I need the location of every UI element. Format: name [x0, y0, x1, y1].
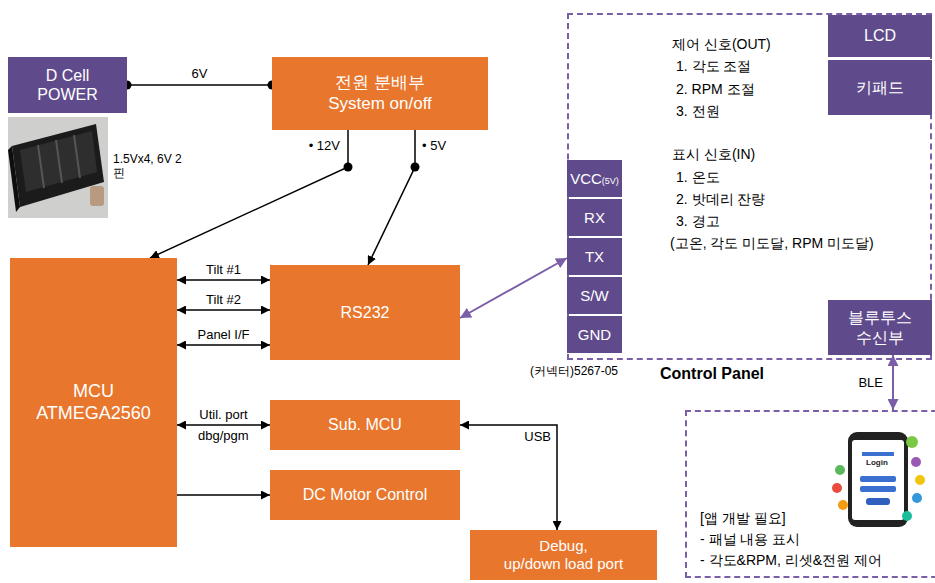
connector-line [177, 344, 270, 346]
box-text: VCC [570, 170, 602, 188]
lcd-box: LCD [828, 15, 932, 57]
app-icon [911, 457, 921, 467]
app-icon [912, 493, 922, 503]
box-text: S/W [580, 287, 608, 305]
app-icon [902, 511, 912, 521]
connector-line [150, 130, 348, 258]
connector-line [127, 84, 272, 86]
box-text: DC Motor Control [303, 485, 427, 504]
region-text: - 각도&RPM, 리셋&전원 제어 [700, 552, 882, 569]
connector-line [460, 425, 557, 530]
phone-body [848, 432, 908, 527]
rs232-box: RS232 [270, 265, 460, 360]
login-button [866, 498, 890, 505]
power-source-box: D Cell POWER [8, 57, 127, 113]
box-text: TX [585, 248, 604, 266]
region-text: 1. 각도 조절 [676, 58, 751, 75]
phone-illustration [832, 432, 925, 527]
app-region: [앱 개발 필요] - 패널 내용 표시 - 각도&RPM, 리셋&전원 제어 [685, 410, 935, 578]
box-text: D Cell POWER [32, 66, 104, 104]
battery-holder-inner [20, 131, 97, 192]
battery-holder-side [8, 146, 20, 212]
screen-text: Login [866, 458, 888, 468]
connector-line [892, 355, 894, 410]
pin-box: S/W [567, 277, 622, 314]
app-icon [906, 436, 918, 448]
connector-line [177, 279, 270, 281]
pin-box: TX [567, 238, 622, 275]
edge-label: Util. port [199, 407, 247, 423]
debug-port-box: Debug,up/down load port [470, 530, 657, 580]
connector-line [368, 130, 415, 265]
edge-label: • 5V [422, 138, 446, 154]
edge-label: USB [524, 429, 551, 445]
app-icon [838, 500, 848, 510]
mcu-box: MCU ATMEGA2560 [10, 258, 177, 547]
photo-ground [8, 117, 108, 218]
input-field [860, 476, 896, 482]
edge-label: Tilt #1 [206, 262, 241, 278]
app-icon [832, 483, 842, 493]
pin-box: GND [567, 316, 622, 353]
app-icon [835, 465, 845, 475]
port-label: dbg/pgm [198, 428, 249, 444]
input-field [860, 486, 896, 492]
sub-mcu-box: Sub. MCU [270, 400, 460, 450]
connector-line [177, 494, 270, 496]
screen-bar [862, 452, 894, 456]
region-text: 제어 신호(OUT) [672, 36, 771, 53]
region-heading: Control Panel [660, 364, 764, 383]
control-panel-region: LCD 키패드 VCC(5V) RX TX S/W GND 블루투스 수신부 제어 신호(OUT… [567, 13, 932, 360]
box-text: (5V) [602, 176, 619, 187]
box-text: GND [578, 326, 611, 344]
box-text: Sub. MCU [328, 415, 402, 434]
region-text: 3. 경고 [676, 213, 720, 230]
pin-box: VCC(5V) [567, 160, 622, 197]
box-text: 블루투스 수신부 [838, 308, 922, 346]
region-text: 1. 온도 [676, 169, 720, 186]
region-text: [앱 개발 필요] [700, 510, 786, 527]
hand-shape [90, 186, 104, 206]
box-text: RS232 [341, 303, 390, 322]
edge-label: 6V [192, 66, 208, 82]
box-text: MCU ATMEGA2560 [24, 381, 164, 424]
connector-line [177, 424, 270, 426]
region-text: 2. RPM 조절 [676, 81, 755, 98]
box-text: up/down load port [504, 555, 623, 573]
box-text: LCD [864, 26, 896, 45]
edge-label: BLE [858, 375, 883, 391]
edge-label: • 12V [309, 138, 340, 154]
app-icon [915, 475, 925, 485]
connector-line [460, 258, 567, 318]
connector-line [177, 309, 270, 311]
pin-box: RX [567, 199, 622, 236]
edge-label: Panel I/F [197, 327, 249, 343]
region-text: 표시 신호(IN) [672, 146, 755, 163]
connector-note: (커넥터)5267-05 [530, 364, 618, 378]
box-text: RX [584, 209, 605, 227]
keypad-box: 키패드 [828, 60, 932, 115]
box-text: 키패드 [856, 78, 904, 97]
battery-photo [8, 117, 108, 218]
junction-dot [344, 163, 353, 172]
spec-note: 1.5Vx4, 6V 2핀 [113, 152, 183, 181]
region-text: 3. 전원 [676, 103, 720, 120]
power-distribution-box: 전원 분배부 System on/off [272, 57, 488, 130]
region-text: (고온, 각도 미도달, RPM 미도달) [670, 235, 874, 252]
bluetooth-box: 블루투스 수신부 [828, 300, 932, 355]
region-text: 2. 밧데리 잔량 [676, 191, 765, 208]
battery-ridge [38, 135, 80, 188]
battery-holder [12, 124, 104, 207]
edge-label: Tilt #2 [206, 292, 241, 308]
region-text: - 패널 내용 표시 [700, 531, 800, 548]
motor-control-box: DC Motor Control [270, 470, 460, 520]
box-text: Debug, [539, 537, 587, 555]
phone-screen [852, 440, 904, 520]
junction-dot [411, 163, 420, 172]
box-text: 전원 분배부 System on/off [315, 73, 445, 114]
